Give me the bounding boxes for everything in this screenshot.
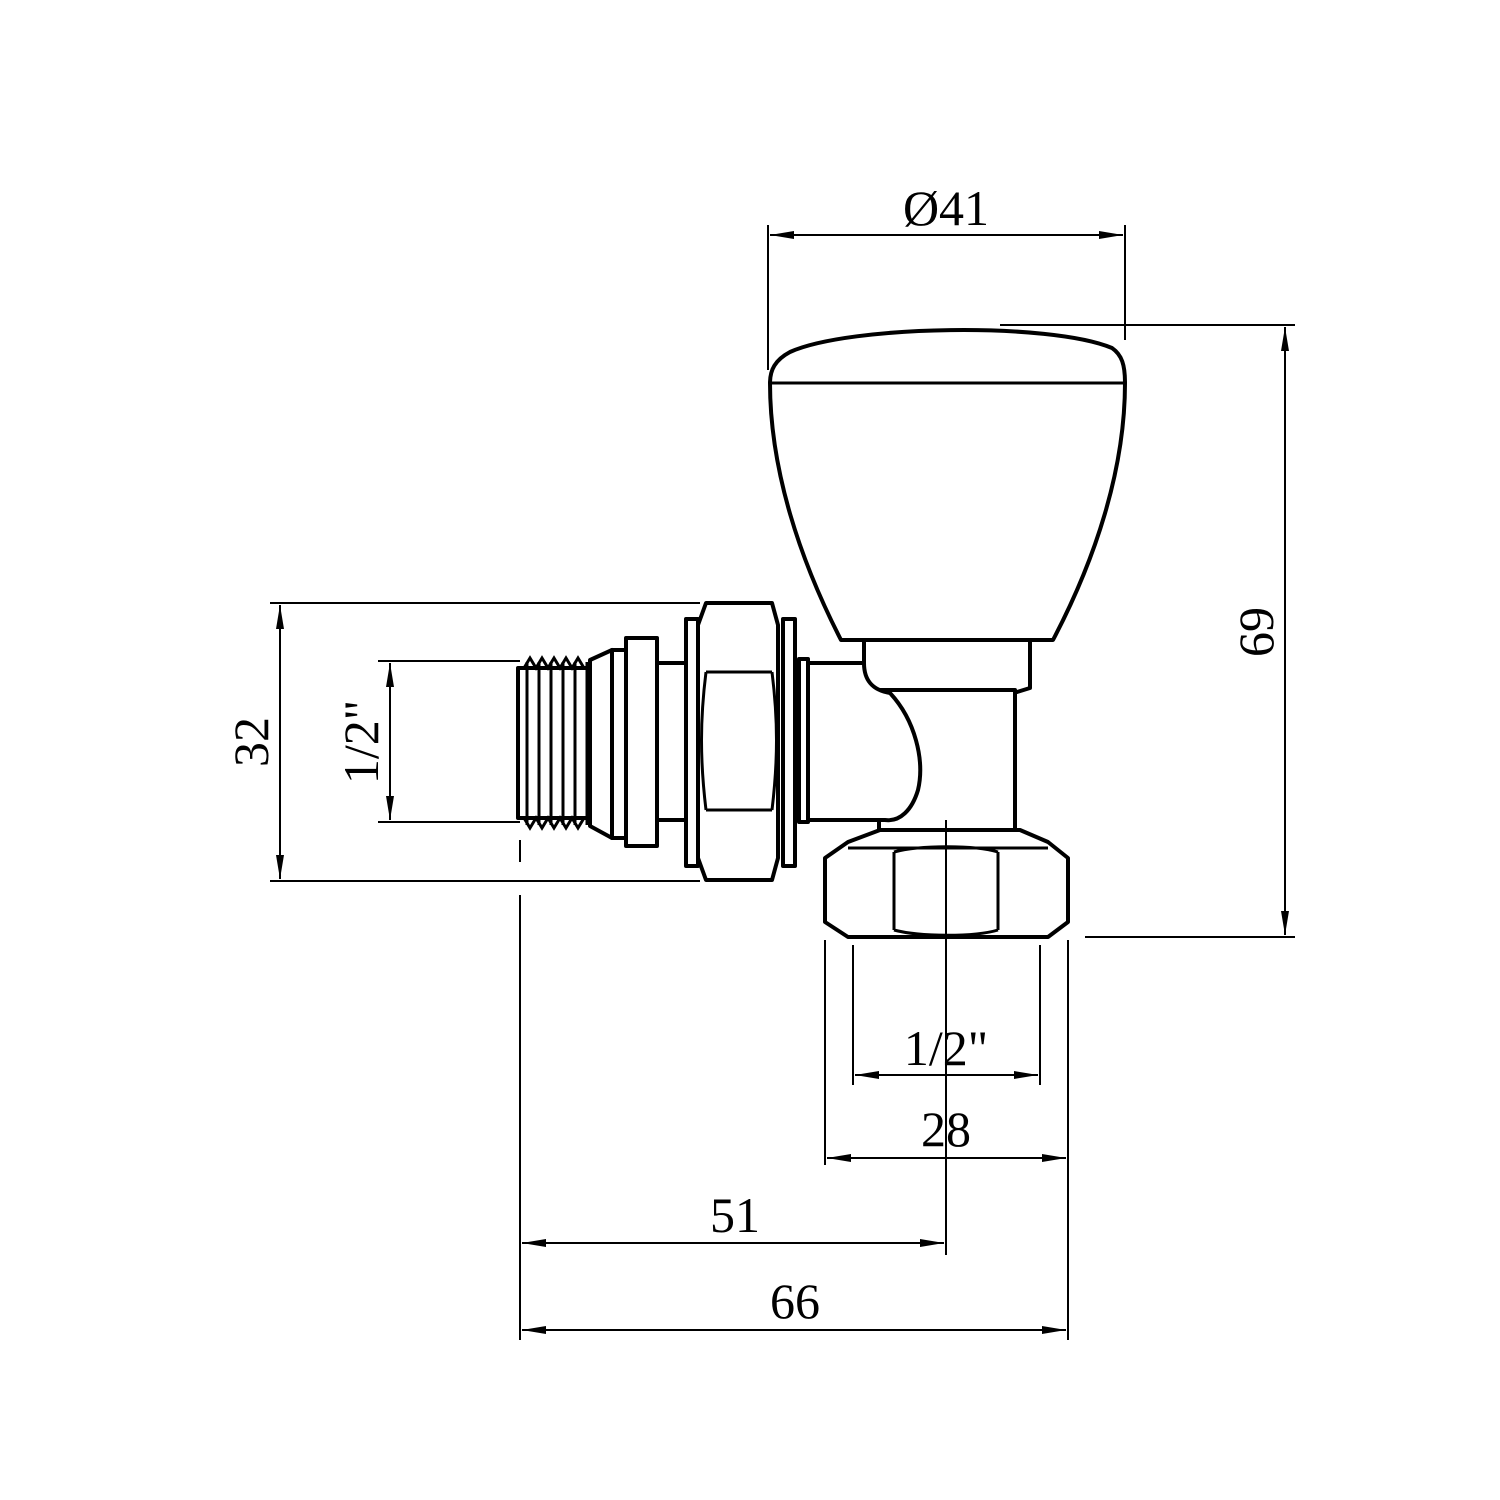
dim-total-length: 66	[522, 1273, 1066, 1334]
dim-text-bottom-thread: 1/2"	[904, 1020, 988, 1076]
dim-bottom-nut: 28	[824, 940, 1069, 1340]
knob-neck	[862, 638, 1032, 694]
valve-knob	[768, 328, 1127, 642]
dim-text-axis-to-axis: 51	[710, 1187, 760, 1243]
dim-bottom-thread: 1/2"	[852, 945, 1041, 1085]
dim-side-thread: 1/2"	[333, 660, 520, 823]
dim-knob-diameter: Ø41	[767, 180, 1126, 370]
dim-axis-to-axis: 51	[522, 1187, 944, 1247]
dim-text-side-thread: 1/2"	[333, 700, 389, 784]
valve-body-side	[806, 661, 923, 823]
o-ring	[797, 657, 810, 824]
washer-right	[781, 617, 797, 868]
dim-text-total-height: 69	[1228, 607, 1284, 657]
tailpiece-neck	[655, 661, 688, 822]
dim-total-height: 69	[1000, 324, 1295, 938]
dim-text-total-length: 66	[770, 1273, 820, 1329]
dim-text-knob-diameter: Ø41	[903, 180, 989, 236]
male-thread	[516, 655, 592, 831]
side-hex-nut	[696, 601, 780, 882]
tailpiece-cone	[588, 648, 614, 840]
dim-side-height: 32	[223, 602, 700, 882]
tailpiece-ring	[610, 648, 628, 840]
dim-text-side-height: 32	[223, 717, 279, 767]
tailpiece-flange	[624, 636, 659, 848]
dim-text-bottom-nut: 28	[921, 1101, 971, 1157]
